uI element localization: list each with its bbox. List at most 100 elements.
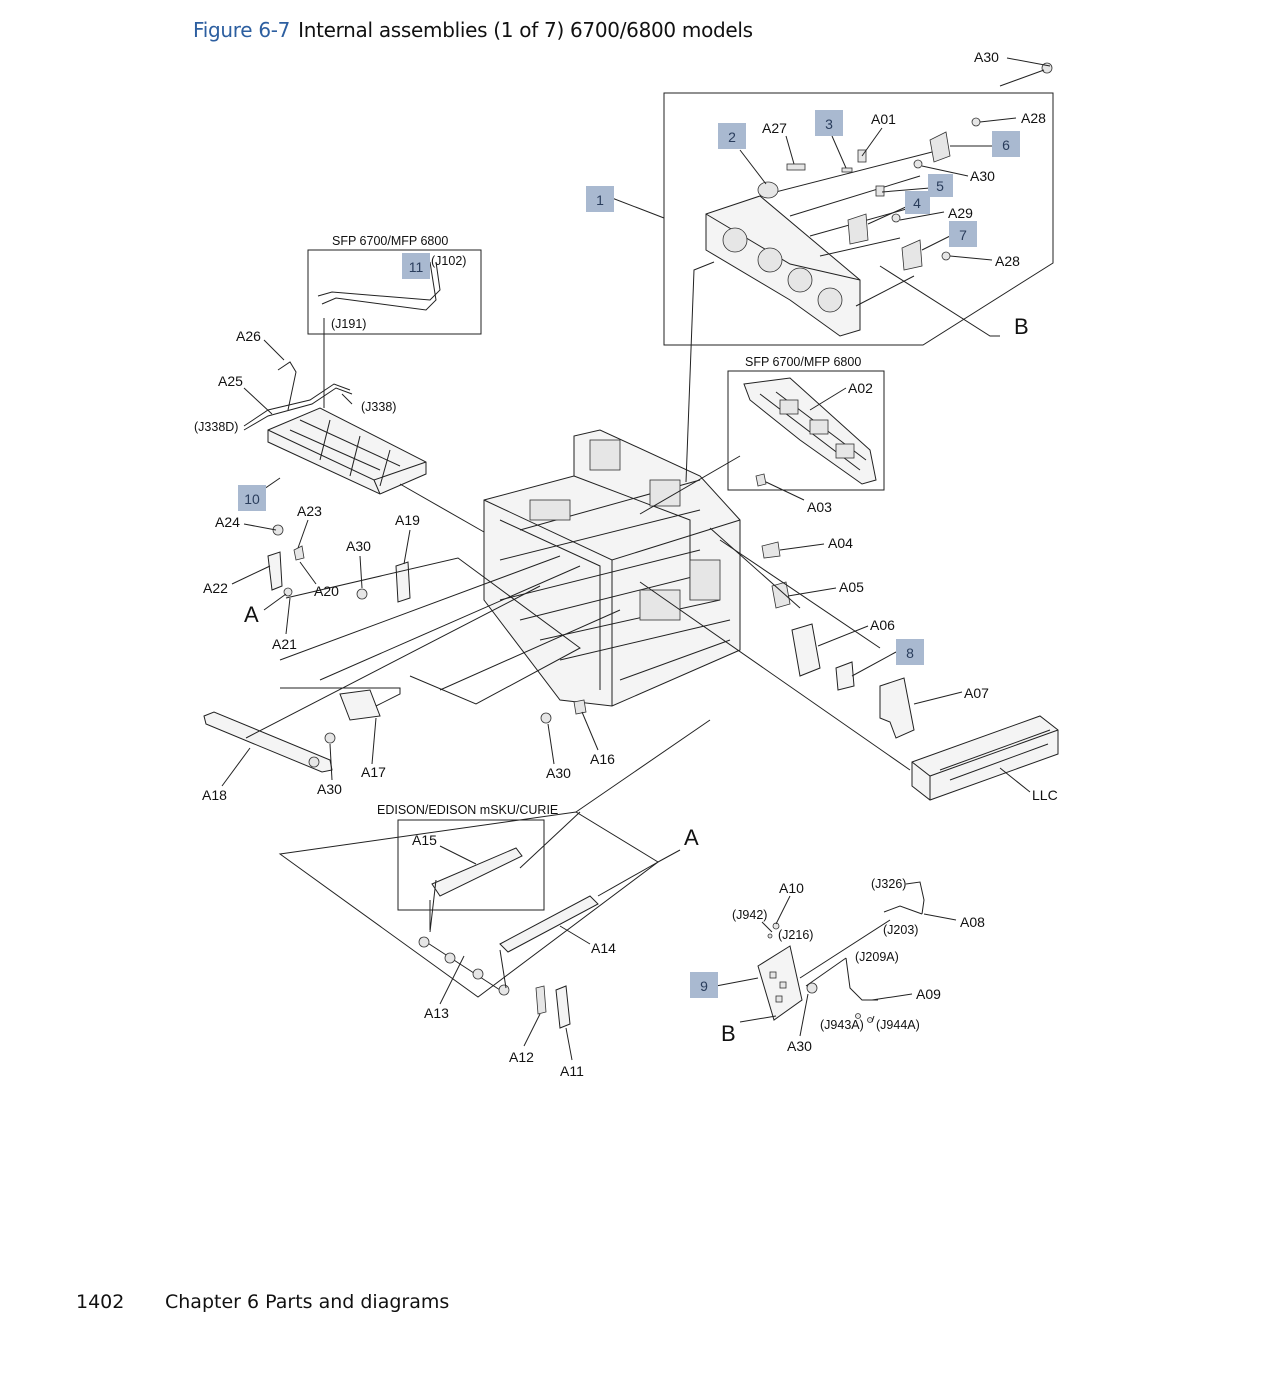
part-a17	[339, 689, 381, 721]
label-a03: A03	[807, 499, 832, 515]
part-a23	[293, 545, 305, 561]
part-a03	[755, 473, 767, 487]
figure-title: Figure 6-7 Internal assemblies (1 of 7) 6…	[193, 18, 753, 42]
connector-j209a: (J209A)	[855, 950, 899, 964]
label-a26: A26	[236, 328, 261, 344]
connector-j216: (J216)	[778, 928, 813, 942]
label-a17: A17	[361, 764, 386, 780]
svg-text:10: 10	[244, 491, 260, 507]
svg-text:1: 1	[596, 192, 604, 208]
label-a12: A12	[509, 1049, 534, 1065]
frame-sfp-top	[307, 249, 482, 335]
label-a10: A10	[779, 880, 804, 896]
label-a07: A07	[964, 685, 989, 701]
label-a09: A09	[916, 986, 941, 1002]
connector-j203: (J203)	[883, 923, 918, 937]
label-a22: A22	[203, 580, 228, 596]
svg-text:9: 9	[700, 978, 708, 994]
label-a08: A08	[960, 914, 985, 930]
label-a02: A02	[848, 380, 873, 396]
svg-text:11: 11	[409, 259, 424, 275]
svg-text:8: 8	[906, 645, 914, 661]
part-a16	[573, 699, 587, 715]
exploded-parts-diagram: 1 2 3 4 5 6 7 8 9 10 11 SFP 6700/MFP 680…	[194, 49, 1059, 1079]
callout-8: 8	[896, 639, 924, 665]
label-a14: A14	[591, 940, 616, 956]
label-a04: A04	[828, 535, 853, 551]
svg-text:6: 6	[1002, 137, 1010, 153]
connector-j338d: (J338D)	[194, 420, 238, 434]
label-a30-top: A30	[974, 49, 999, 65]
label-a05: A05	[839, 579, 864, 595]
part-a22	[267, 551, 283, 591]
tray-assembly-10-part	[243, 361, 427, 495]
screw-a30-bottom-left	[324, 732, 336, 744]
ref-a-left: A	[244, 602, 259, 627]
connection-lines	[245, 261, 911, 989]
label-a16: A16	[590, 751, 615, 767]
formatter-board-9-part	[757, 881, 925, 1023]
connector-j102: (J102)	[431, 254, 466, 268]
ref-b-top: B	[1014, 314, 1029, 339]
label-a23: A23	[297, 503, 322, 519]
part-a06	[791, 623, 821, 677]
svg-text:7: 7	[959, 227, 967, 243]
callout-2: 2	[718, 123, 746, 149]
label-a28-lower: A28	[995, 253, 1020, 269]
callout-6: 6	[992, 131, 1020, 157]
label-a27: A27	[762, 120, 787, 136]
frame-paper-path	[278, 811, 659, 998]
part-a07	[879, 677, 915, 739]
page-number: 1402	[76, 1291, 125, 1313]
label-llc: LLC	[1032, 787, 1058, 803]
callout-7: 7	[949, 221, 977, 247]
label-a29: A29	[948, 205, 973, 221]
label-a30-left: A30	[346, 538, 371, 554]
connector-j191: (J191)	[331, 317, 366, 331]
main-chassis	[483, 429, 741, 707]
part-a11	[555, 985, 571, 1029]
label-a30-formatter: A30	[787, 1038, 812, 1054]
callout-5: 5	[928, 174, 953, 197]
part-a12	[535, 985, 547, 1015]
svg-text:2: 2	[728, 129, 736, 145]
callout-9: 9	[690, 972, 718, 998]
frame-sfp-mid	[727, 370, 885, 491]
connector-j942: (J942)	[732, 908, 767, 922]
chapter-footer: Chapter 6 Parts and diagrams	[165, 1291, 450, 1313]
label-a25: A25	[218, 373, 243, 389]
part-a19	[395, 561, 411, 603]
group-label-sfp-top: SFP 6700/MFP 6800	[332, 234, 448, 248]
label-a06: A06	[870, 617, 895, 633]
part-a24	[272, 524, 284, 536]
connector-j944a: (J944A)	[876, 1018, 920, 1032]
frame-drive-assembly	[663, 92, 1054, 346]
label-a24: A24	[215, 514, 240, 530]
part-8	[835, 661, 855, 691]
label-a15: A15	[412, 832, 437, 848]
screw-a30-center	[540, 712, 552, 724]
label-a13: A13	[424, 1005, 449, 1021]
ref-a-paper-path: A	[684, 825, 699, 850]
drive-assembly-part	[705, 62, 1053, 337]
label-a11: A11	[560, 1063, 584, 1079]
group-label-sfp-mid: SFP 6700/MFP 6800	[745, 355, 861, 369]
label-a21: A21	[272, 636, 297, 652]
part-a05	[771, 581, 791, 609]
fuser-llc-part	[911, 715, 1059, 801]
callout-10: 10	[238, 485, 266, 511]
part-a15	[429, 847, 523, 933]
figure-number: Figure 6-7	[193, 18, 291, 42]
label-a20: A20	[314, 583, 339, 599]
part-a04	[761, 541, 781, 559]
callout-11: 11	[402, 253, 430, 279]
svg-text:3: 3	[825, 116, 833, 132]
flat-cable-11-part	[317, 261, 441, 311]
screw-a30-left	[356, 588, 368, 600]
label-a30-drive: A30	[970, 168, 995, 184]
ref-b-formatter: B	[721, 1021, 736, 1046]
figure-caption: Internal assemblies (1 of 7) 6700/6800 m…	[298, 18, 753, 42]
connector-j326: (J326)	[871, 877, 906, 891]
part-a18	[203, 711, 333, 773]
side-frame-a02-part	[743, 377, 877, 485]
